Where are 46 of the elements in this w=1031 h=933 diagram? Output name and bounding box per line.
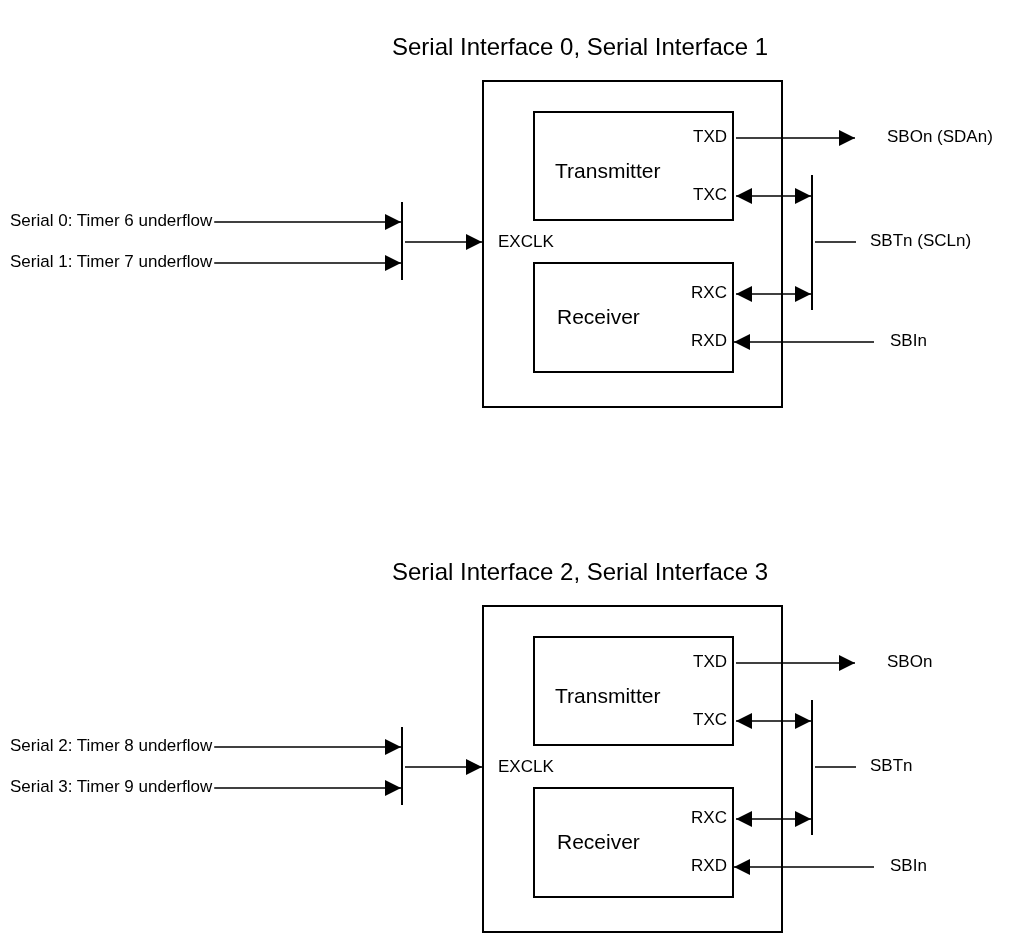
arrow [404, 234, 483, 250]
pin-label: TXC [693, 710, 727, 730]
signal-label: Serial 0: Timer 6 underflow [10, 211, 213, 231]
signal-label: SBIn [874, 331, 927, 351]
arrow [404, 759, 483, 775]
block-label: Receiver [557, 830, 640, 855]
signal-label: SBTn [856, 756, 913, 776]
signal-label: SBIn [874, 856, 927, 876]
double-arrow [735, 811, 812, 827]
double-arrow [735, 188, 812, 204]
signal-label: SBOn [855, 652, 933, 672]
transmitter-block [533, 111, 734, 221]
pin-label: RXC [691, 808, 727, 828]
signal-label: Serial 2: Timer 8 underflow [10, 736, 213, 756]
pin-label: TXD [693, 652, 727, 672]
pin-label: RXC [691, 283, 727, 303]
signal-label: SBOn (SDAn) [855, 127, 993, 147]
pin-label: TXC [693, 185, 727, 205]
block-title: Serial Interface 0, Serial Interface 1 [392, 33, 769, 61]
pin-label: RXD [691, 331, 727, 351]
arrow [213, 255, 402, 271]
pin-label: EXCLK [498, 232, 554, 252]
receiver-block [533, 262, 734, 373]
block-label: Transmitter [555, 159, 661, 184]
connector-line [814, 241, 857, 243]
double-arrow [735, 286, 812, 302]
double-arrow [735, 713, 812, 729]
transmitter-block [533, 636, 734, 746]
arrow [733, 859, 875, 875]
signal-label: SBTn (SCLn) [856, 231, 972, 251]
pin-label: EXCLK [498, 757, 554, 777]
arrow [213, 214, 402, 230]
receiver-block [533, 787, 734, 898]
arrow [213, 780, 402, 796]
pin-label: TXD [693, 127, 727, 147]
connector-line [814, 766, 857, 768]
arrow [735, 130, 856, 146]
block-title: Serial Interface 2, Serial Interface 3 [392, 558, 769, 586]
arrow [735, 655, 856, 671]
block-label: Receiver [557, 305, 640, 330]
arrow [733, 334, 875, 350]
signal-label: Serial 3: Timer 9 underflow [10, 777, 213, 797]
arrow [213, 739, 402, 755]
signal-label: Serial 1: Timer 7 underflow [10, 252, 213, 272]
pin-label: RXD [691, 856, 727, 876]
block-label: Transmitter [555, 684, 661, 709]
